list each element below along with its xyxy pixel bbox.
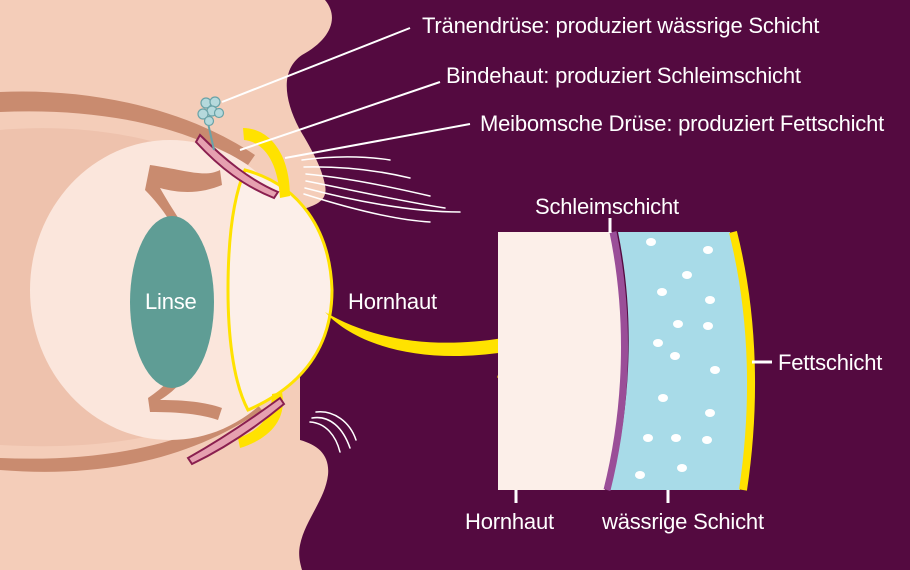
upper-conjunctiva-gland xyxy=(194,133,280,200)
upper-meibomian-gland xyxy=(243,128,290,198)
upper-eye-muscle xyxy=(145,165,222,282)
upper-eyelashes xyxy=(301,156,461,223)
panel-mucus-layer xyxy=(603,231,628,491)
panel-cornea xyxy=(498,232,624,490)
label-bindehaut: Bindehaut: produziert Schleimschicht xyxy=(446,63,801,88)
label-fettschicht: Fettschicht xyxy=(778,350,883,375)
leader-traenendruese xyxy=(221,27,411,103)
label-hornhaut-bottom: Hornhaut xyxy=(465,509,554,534)
label-meibom: Meibomsche Drüse: produziert Fettschicht xyxy=(480,111,885,136)
zoom-arrow xyxy=(325,312,553,378)
label-linse: Linse xyxy=(145,289,197,314)
label-hornhaut-eye: Hornhaut xyxy=(348,289,437,314)
tear-film-panel xyxy=(498,218,772,503)
lower-eyelid-fold xyxy=(0,402,262,472)
leader-meibom xyxy=(284,123,471,159)
leader-bindehaut xyxy=(239,81,441,151)
lower-eyelashes xyxy=(309,411,357,453)
cornea xyxy=(226,168,334,412)
panel-fat-layer xyxy=(729,231,756,491)
label-traenendruese: Tränendrüse: produziert wässrige Schicht xyxy=(422,13,820,38)
lens xyxy=(130,216,214,388)
label-waessrige-schicht: wässrige Schicht xyxy=(602,509,764,534)
panel-aqueous-layer xyxy=(610,232,749,490)
panel-water-dots xyxy=(635,238,720,479)
lower-conjunctiva-gland xyxy=(186,396,286,466)
upper-eyelid-fold xyxy=(0,91,255,165)
tear-gland xyxy=(197,96,225,151)
label-schleimschicht: Schleimschicht xyxy=(535,194,679,219)
